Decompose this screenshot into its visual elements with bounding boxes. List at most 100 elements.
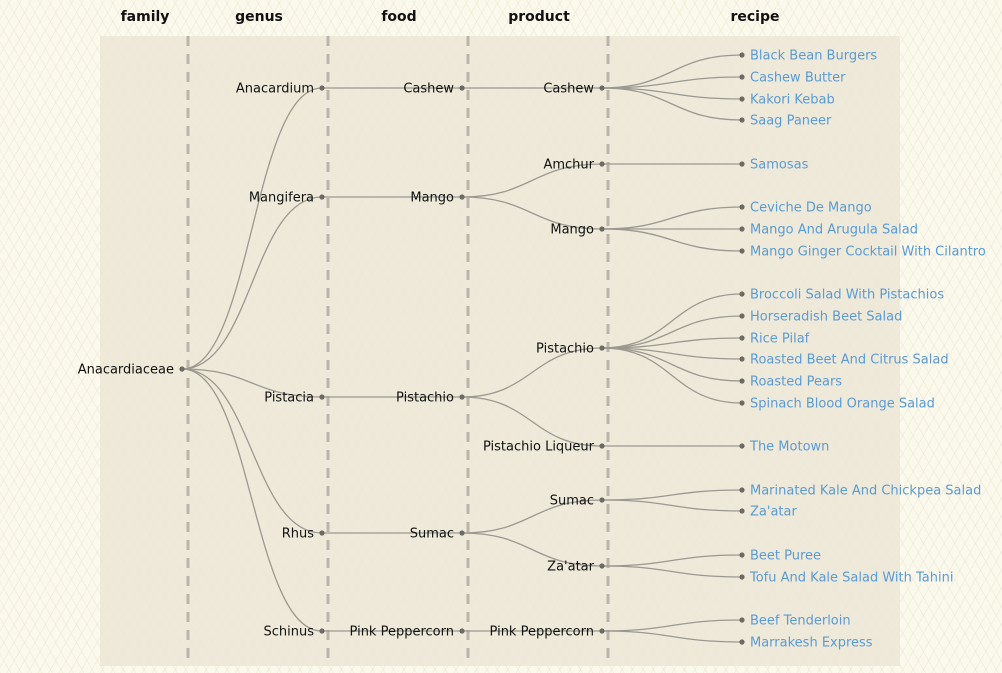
node-dot bbox=[739, 52, 745, 58]
node-dot bbox=[739, 291, 745, 297]
column-header-food: food bbox=[381, 9, 416, 25]
node-label-product: Mango bbox=[550, 223, 594, 238]
node-dot bbox=[599, 628, 605, 634]
link-f0-g3 bbox=[181, 368, 323, 534]
node-dot bbox=[739, 248, 745, 254]
node-dot bbox=[319, 85, 325, 91]
node-dot bbox=[739, 96, 745, 102]
recipe-link[interactable]: The Motown bbox=[749, 440, 829, 455]
link-p0-r1 bbox=[601, 76, 743, 89]
link-fd2-p3 bbox=[461, 347, 603, 398]
node-dot bbox=[739, 226, 745, 232]
recipe-link[interactable]: Black Bean Burgers bbox=[750, 49, 877, 64]
node-label-food: Pink Peppercorn bbox=[350, 625, 454, 640]
link-p0-r0 bbox=[601, 54, 743, 89]
node-label-product: Sumac bbox=[550, 494, 594, 509]
node-label-genus: Schinus bbox=[263, 625, 314, 640]
node-dot bbox=[739, 443, 745, 449]
recipe-link[interactable]: Beet Puree bbox=[750, 549, 821, 564]
link-p5-r16 bbox=[601, 499, 743, 512]
recipe-link[interactable]: Za'atar bbox=[750, 505, 797, 520]
node-dot bbox=[599, 161, 605, 167]
node-dot bbox=[459, 394, 465, 400]
node-dot bbox=[459, 85, 465, 91]
link-p0-r3 bbox=[601, 87, 743, 121]
node-dot bbox=[739, 552, 745, 558]
node-label-family: Anacardiaceae bbox=[78, 363, 174, 378]
link-p2-r5 bbox=[601, 206, 743, 230]
link-p3-r12 bbox=[601, 347, 743, 382]
recipe-link[interactable]: Ceviche De Mango bbox=[750, 201, 872, 216]
link-p2-r7 bbox=[601, 228, 743, 252]
node-label-product: Pink Peppercorn bbox=[490, 625, 594, 640]
node-dot bbox=[739, 204, 745, 210]
node-dot bbox=[179, 366, 185, 372]
diagram-panel bbox=[100, 36, 900, 666]
node-dot bbox=[319, 394, 325, 400]
recipe-link[interactable]: Samosas bbox=[750, 158, 809, 173]
node-dot bbox=[319, 530, 325, 536]
recipe-link[interactable]: Mango And Arugula Salad bbox=[750, 223, 918, 238]
node-label-product: Amchur bbox=[543, 158, 594, 173]
link-p7-r20 bbox=[601, 630, 743, 643]
link-f0-g2 bbox=[181, 368, 323, 398]
node-dot bbox=[739, 356, 745, 362]
node-dot bbox=[599, 443, 605, 449]
recipe-link[interactable]: Broccoli Salad With Pistachios bbox=[750, 288, 944, 303]
node-dot bbox=[739, 400, 745, 406]
link-p7-r19 bbox=[601, 619, 743, 632]
node-label-product: Pistachio bbox=[536, 342, 594, 357]
node-dot bbox=[739, 574, 745, 580]
recipe-link[interactable]: Kakori Kebab bbox=[750, 93, 835, 108]
node-dot bbox=[459, 530, 465, 536]
node-dot bbox=[739, 74, 745, 80]
link-p0-r2 bbox=[601, 87, 743, 100]
recipe-link[interactable]: Tofu And Kale Salad With Tahini bbox=[749, 571, 953, 586]
link-p3-r8 bbox=[601, 293, 743, 349]
node-label-food: Cashew bbox=[403, 82, 454, 97]
node-dot bbox=[739, 487, 745, 493]
node-dot bbox=[599, 85, 605, 91]
nodes: AnacardiaceaeAnacardiumMangiferaPistacia… bbox=[78, 49, 986, 651]
link-f0-g4 bbox=[181, 368, 323, 632]
link-p3-r9 bbox=[601, 315, 743, 349]
recipe-link[interactable]: Marrakesh Express bbox=[750, 636, 873, 651]
node-label-product: Za'atar bbox=[547, 560, 594, 575]
node-dot bbox=[599, 226, 605, 232]
recipe-link[interactable]: Cashew Butter bbox=[750, 71, 846, 86]
link-p5-r15 bbox=[601, 489, 743, 501]
links bbox=[181, 54, 743, 643]
column-header-product: product bbox=[508, 9, 570, 25]
recipe-link[interactable]: Roasted Beet And Citrus Salad bbox=[750, 353, 949, 368]
recipe-link[interactable]: Horseradish Beet Salad bbox=[750, 310, 902, 325]
node-dot bbox=[739, 639, 745, 645]
link-fd3-p5 bbox=[461, 499, 603, 534]
node-label-genus: Rhus bbox=[282, 527, 315, 542]
link-fd3-p6 bbox=[461, 532, 603, 567]
node-label-genus: Pistacia bbox=[264, 391, 314, 406]
recipe-link[interactable]: Roasted Pears bbox=[750, 375, 842, 390]
node-dot bbox=[599, 345, 605, 351]
link-p6-r18 bbox=[601, 565, 743, 578]
recipe-link[interactable]: Mango Ginger Cocktail With Cilantro bbox=[750, 245, 986, 260]
link-p3-r11 bbox=[601, 347, 743, 360]
link-fd1-p2 bbox=[461, 196, 603, 230]
node-label-product: Cashew bbox=[543, 82, 594, 97]
link-p3-r13 bbox=[601, 347, 743, 404]
node-dot bbox=[739, 335, 745, 341]
node-dot bbox=[459, 628, 465, 634]
node-label-genus: Mangifera bbox=[249, 191, 314, 206]
node-dot bbox=[459, 194, 465, 200]
recipe-link[interactable]: Spinach Blood Orange Salad bbox=[750, 397, 935, 412]
column-header-genus: genus bbox=[235, 9, 283, 25]
node-dot bbox=[739, 117, 745, 123]
recipe-link[interactable]: Saag Paneer bbox=[750, 114, 832, 129]
recipe-link[interactable]: Beef Tenderloin bbox=[750, 614, 851, 629]
column-header-family: family bbox=[121, 9, 170, 25]
recipe-link[interactable]: Marinated Kale And Chickpea Salad bbox=[750, 484, 981, 499]
node-dot bbox=[599, 563, 605, 569]
recipe-link[interactable]: Rice Pilaf bbox=[750, 332, 810, 347]
node-dot bbox=[739, 378, 745, 384]
